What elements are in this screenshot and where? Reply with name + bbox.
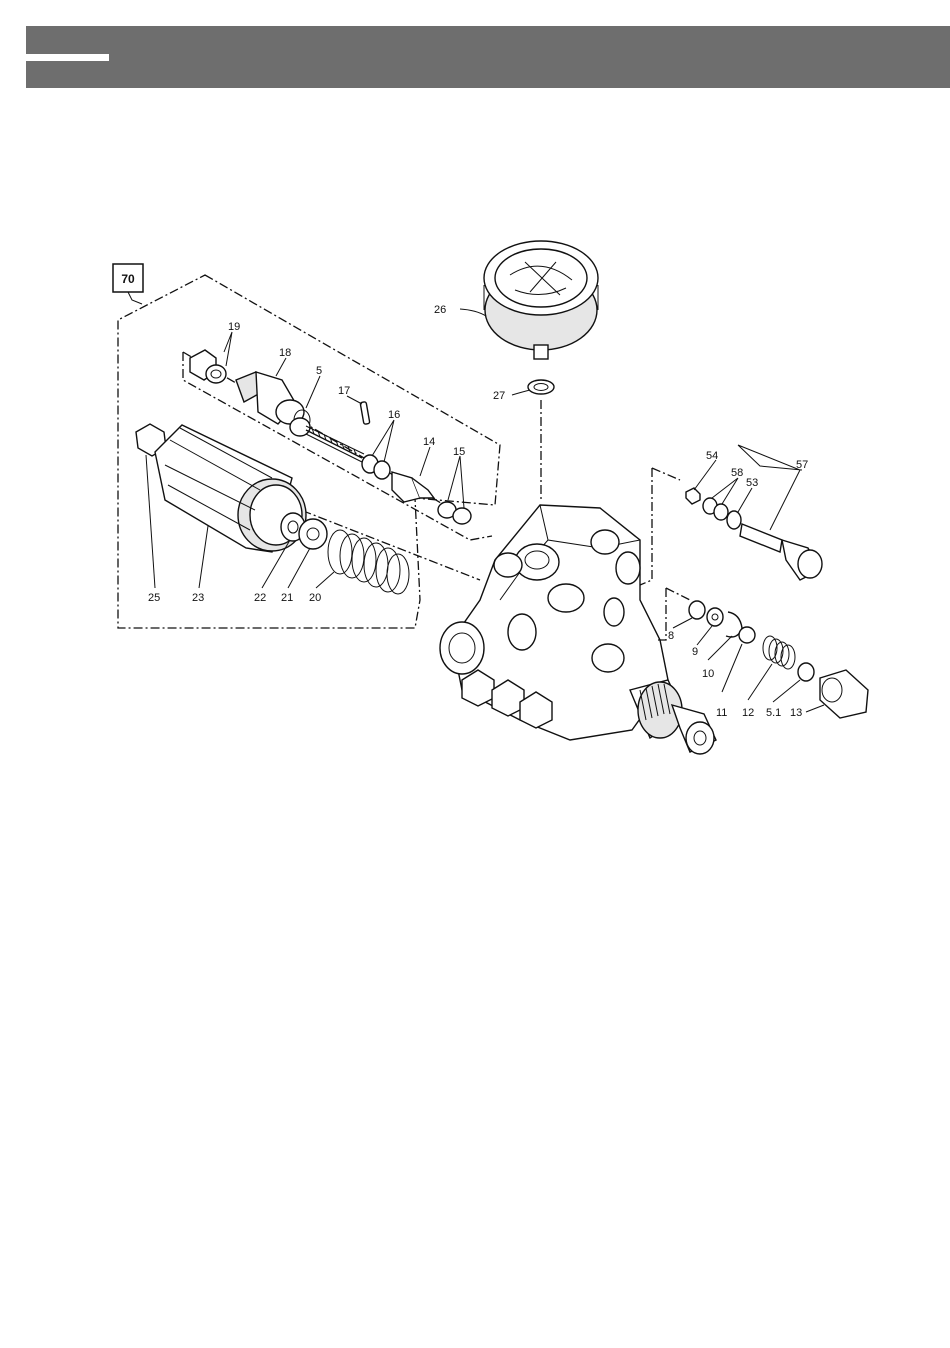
- label-22: 22: [254, 592, 266, 604]
- part-58-rings: [703, 498, 728, 520]
- label-58: 58: [731, 467, 743, 479]
- label-21: 21: [281, 592, 293, 604]
- label-11: 11: [716, 707, 727, 719]
- part-11-ball: [739, 627, 755, 643]
- pump-manifold: [440, 505, 716, 754]
- label-18: 18: [279, 347, 291, 359]
- part-16-rings: [362, 455, 390, 479]
- label-23: 23: [192, 592, 204, 604]
- label-9: 9: [692, 646, 698, 658]
- label-25: 25: [148, 592, 160, 604]
- label-54: 54: [706, 450, 718, 462]
- label-53: 53: [746, 477, 758, 489]
- part-21-seat: [299, 519, 327, 549]
- part-19-nuts: [190, 350, 226, 383]
- label-5-1: 5.1: [766, 707, 781, 719]
- assembly-70-box: 70: [113, 264, 143, 304]
- right-upper-outline: [640, 468, 680, 585]
- part-13-plug: [820, 670, 868, 718]
- label-26: 26: [434, 304, 446, 316]
- part-9-washer: [707, 608, 723, 626]
- label-57: 57: [796, 459, 808, 471]
- part-57-valve: [740, 524, 822, 580]
- part-15-orings: [438, 502, 471, 524]
- label-13: 13: [790, 707, 802, 719]
- label-5: 5: [316, 365, 322, 377]
- label-8: 8: [668, 630, 674, 642]
- label-19: 19: [228, 321, 240, 333]
- label-15: 15: [453, 446, 465, 458]
- part-14-valve: [392, 472, 434, 502]
- label-12: 12: [742, 707, 754, 719]
- part-5-rod: [290, 418, 364, 462]
- part-17-pin: [360, 402, 370, 425]
- label-16: 16: [388, 409, 400, 421]
- part-8-oring: [689, 601, 705, 619]
- label-10: 10: [702, 668, 714, 680]
- pressure-gauge: [484, 241, 598, 500]
- label-27: 27: [493, 390, 505, 402]
- part-20-spring: [328, 530, 409, 594]
- label-14: 14: [423, 436, 435, 448]
- assembly-70-label: 70: [121, 272, 135, 286]
- part-5-1-oring: [798, 663, 814, 681]
- label-20: 20: [309, 592, 321, 604]
- part-12-spring: [763, 636, 795, 669]
- part-53-oring: [727, 511, 741, 529]
- label-17: 17: [338, 385, 350, 397]
- part-54-nut: [686, 488, 700, 504]
